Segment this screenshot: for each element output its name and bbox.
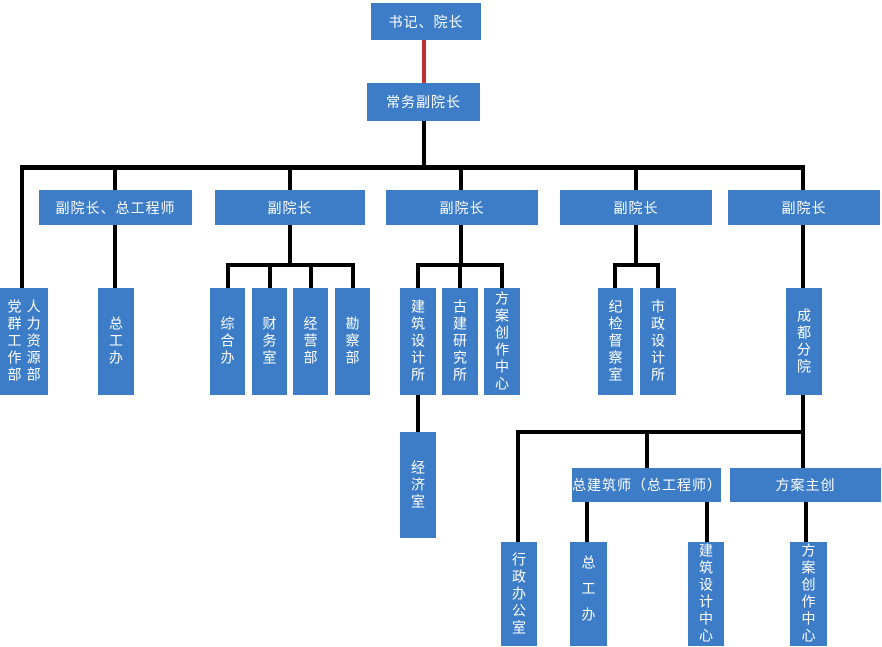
- node-label: 建筑设计中心: [698, 543, 715, 645]
- node-survey-dept[interactable]: 勘察部: [335, 288, 370, 395]
- node-chengdu-branch[interactable]: 成都分院: [786, 288, 822, 395]
- node-party-mass-hr[interactable]: 党群工作部 人力资源部: [0, 288, 48, 395]
- node-label: 副院长: [781, 199, 827, 216]
- connector-drop-chief-architect: [645, 430, 649, 468]
- connector-archdesign-to-economy: [416, 395, 420, 432]
- node-admin-office[interactable]: 行政办公室: [501, 542, 537, 646]
- connector-drop-ancient-arch: [458, 263, 462, 288]
- connector-vp3-stem: [634, 225, 638, 267]
- node-label: 成都分院: [796, 307, 813, 376]
- node-vice-president-3[interactable]: 副院长: [560, 190, 712, 225]
- connector-chengdu-branch: [516, 430, 805, 434]
- node-label: 方案主创: [775, 477, 836, 493]
- connector-drop-survey: [351, 263, 355, 288]
- node-chief-engineer-office-branch[interactable]: 总工办: [570, 542, 607, 646]
- node-economy-office[interactable]: 经济室: [400, 432, 436, 538]
- node-discipline-inspection-office[interactable]: 纪检督察室: [598, 288, 633, 395]
- node-label: 副院长: [613, 199, 659, 216]
- connector-drop-arch-design: [416, 263, 420, 288]
- node-label: 总工办: [580, 555, 597, 633]
- connector-drop-vp-chief-eng: [113, 165, 117, 190]
- node-label: 古建研究所: [452, 299, 469, 384]
- node-label: 副院长、总工程师: [55, 199, 176, 216]
- node-label: 勘察部: [344, 316, 361, 367]
- node-chief-engineer-office[interactable]: 总工办: [98, 288, 134, 395]
- connector-vp2-stem: [459, 225, 463, 267]
- node-finance-office[interactable]: 财务室: [252, 288, 287, 395]
- connector-drop-vp4: [801, 165, 805, 190]
- node-ancient-architecture-institute[interactable]: 古建研究所: [442, 288, 478, 395]
- node-scheme-lead[interactable]: 方案主创: [730, 468, 881, 502]
- hr-dept-label: 人力资源部: [25, 299, 42, 384]
- node-label: 总建筑师（总工程师）: [572, 477, 722, 493]
- node-vice-president-4[interactable]: 副院长: [728, 190, 880, 225]
- connector-drop-scheme-center: [500, 263, 504, 288]
- node-label: 综合办: [219, 316, 236, 367]
- node-label: 经济室: [410, 459, 427, 511]
- connector-drop-finance: [268, 263, 272, 288]
- node-vice-president-1[interactable]: 副院长: [215, 190, 365, 225]
- node-scheme-creation-center[interactable]: 方案创作中心: [484, 288, 520, 395]
- connector-vp3-branch: [613, 263, 660, 267]
- node-scheme-creation-center-branch[interactable]: 方案创作中心: [790, 542, 827, 646]
- node-label: 行政办公室: [511, 551, 528, 637]
- node-label: 财务室: [261, 316, 278, 367]
- node-label: 市政设计所: [650, 299, 667, 384]
- node-label: 总工办: [108, 316, 125, 367]
- connector-drop-vp1: [288, 165, 292, 190]
- connector-drop-operations: [309, 263, 313, 288]
- connector-drop-branch-chief-eng-office: [585, 502, 589, 542]
- connector-vp1-stem: [288, 225, 292, 267]
- node-architectural-design-center[interactable]: 建筑设计中心: [688, 542, 724, 646]
- connector-drop-admin-office: [516, 430, 520, 542]
- connector-main-horizontal: [20, 165, 805, 170]
- node-vp-chief-engineer[interactable]: 副院长、总工程师: [39, 190, 192, 225]
- node-label: 书记、院长: [388, 13, 464, 30]
- connector-vp4-to-chengdu: [801, 225, 805, 288]
- connector-drop-vp2: [459, 165, 463, 190]
- node-operations-dept[interactable]: 经营部: [293, 288, 328, 395]
- node-architectural-design-institute[interactable]: 建筑设计所: [400, 288, 436, 395]
- connector-vpce-to-chief-eng-office: [113, 225, 117, 288]
- node-vice-president-2[interactable]: 副院长: [386, 190, 538, 225]
- connector-vp1-branch: [226, 263, 355, 267]
- party-mass-dept-label: 党群工作部: [6, 299, 23, 384]
- node-label: 方案创作中心: [494, 290, 511, 393]
- node-chief-architect[interactable]: 总建筑师（总工程师）: [572, 468, 721, 502]
- connector-drop-party-hr: [20, 165, 24, 288]
- node-label: 副院长: [267, 199, 313, 216]
- connector-drop-general-office: [226, 263, 230, 288]
- node-label: 方案创作中心: [800, 543, 817, 645]
- node-secretary-president[interactable]: 书记、院长: [371, 3, 481, 40]
- connector-drop-branch-scheme-center: [804, 502, 808, 542]
- node-label: 副院长: [439, 199, 485, 216]
- node-label: 常务副院长: [386, 94, 461, 110]
- connector-drop-vp3: [634, 165, 638, 190]
- node-label: 建筑设计所: [410, 299, 427, 384]
- node-general-office[interactable]: 综合办: [210, 288, 245, 395]
- node-executive-vice-president[interactable]: 常务副院长: [367, 83, 480, 121]
- node-label: 经营部: [302, 316, 319, 367]
- connector-drop-discipline: [613, 263, 617, 288]
- connector-exec-trunk: [422, 121, 426, 168]
- connector-secretary-to-exec: [422, 40, 426, 83]
- node-label: 纪检督察室: [607, 299, 624, 384]
- connector-drop-municipal: [656, 263, 660, 288]
- node-municipal-design-institute[interactable]: 市政设计所: [640, 288, 676, 395]
- connector-drop-arch-design-center: [705, 502, 709, 542]
